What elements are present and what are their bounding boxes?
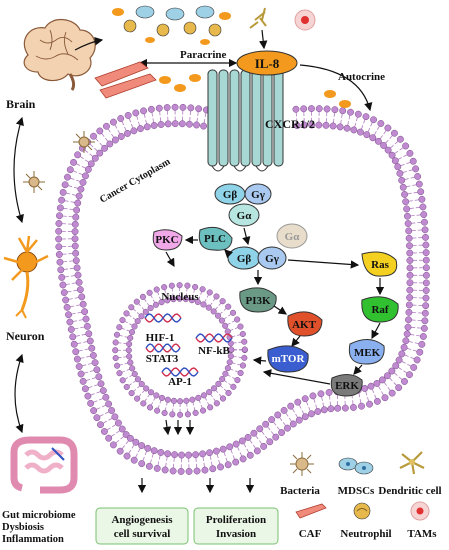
nucleus-output-arrow (162, 419, 172, 436)
brain-label: Brain (6, 97, 36, 111)
mtor-label: mTOR (272, 353, 306, 365)
legend-tams-icon (410, 501, 430, 521)
pi3k-to-akt-arrow (273, 305, 287, 315)
neuron-label: Neuron (6, 329, 45, 343)
ras-label: Ras (371, 259, 389, 271)
pi3k-label: PI3K (245, 295, 271, 307)
dna-strands (144, 313, 233, 377)
erk-label: ERK (335, 380, 359, 392)
akt-protein (287, 311, 323, 337)
gut-label-line2: Dysbiosis (2, 522, 44, 533)
receptor-label: CXCR1/2 (265, 117, 315, 131)
paracrine-label: Paracrine (180, 49, 227, 61)
legend-mdscs-label: MDSCs (338, 485, 375, 497)
legend-neutrophil-label: Neutrophil (340, 528, 391, 540)
g-alpha-free (276, 223, 308, 249)
brain-icon (23, 19, 96, 91)
neuron-icon (3, 235, 49, 319)
legend-caf-icon (295, 503, 327, 519)
g-beta-top-label: Gβ (223, 189, 238, 201)
mek-protein (348, 339, 385, 365)
pkc-to-nucleus-arrow (165, 251, 175, 268)
pkc-label: PKC (155, 234, 178, 246)
brain-neuron-arrow (13, 116, 24, 224)
cell-to-il8-arrow (259, 29, 268, 50)
legend-dendritic-label: Dendritic cell (378, 485, 441, 497)
plc-protein (198, 226, 233, 251)
gut-label-line3: Inflammation (2, 534, 64, 545)
legend-neutrophil-icon (353, 502, 371, 520)
raf-label: Raf (371, 304, 388, 316)
plc-label: PLC (204, 233, 226, 245)
proliferation-line2: Invasion (216, 528, 256, 540)
legend-bacteria-label: Bacteria (280, 485, 320, 497)
mtor-to-nucleus-arrow (252, 356, 267, 365)
brain-to-cells-arrow (74, 37, 104, 51)
g-dissociation-arrow (242, 227, 251, 246)
raf-protein (361, 296, 399, 323)
ap1-label: AP-1 (168, 376, 192, 388)
proliferation-box (193, 507, 279, 545)
g-gamma-top-label: Gγ (251, 189, 265, 201)
mek-to-erk-arrow (353, 364, 363, 375)
bacteria-icon (73, 131, 95, 153)
g-beta-mid-label: Gβ (237, 253, 252, 265)
stat3-label: STAT3 (146, 353, 179, 365)
legend-caf-label: CAF (299, 528, 322, 540)
gut-label-line1: Gut microbiome (2, 510, 76, 521)
mtor-protein (267, 345, 309, 373)
pkc-protein (152, 229, 183, 251)
g-alpha-top-label: Gα (237, 210, 253, 222)
angiogenesis-line2: cell survival (114, 528, 171, 540)
cytoplasm-label: Cancer Cytoplasm (98, 156, 173, 206)
il8-label: IL-8 (255, 56, 280, 71)
top-cells-cluster (112, 5, 316, 45)
pi3k-protein (239, 287, 277, 313)
hif1-label: HIF-1 (146, 332, 175, 344)
bacteria-icon (23, 171, 45, 193)
g-gamma-mid (257, 246, 287, 270)
nucleus-label: Nucleus (161, 291, 199, 303)
g-alpha-free-label: Gα (285, 231, 301, 243)
g-to-plc-arrow (224, 249, 234, 259)
proliferation-line1: Proliferation (206, 514, 266, 526)
neuron-gut-arrow (14, 353, 24, 434)
g-protein-complex-bound (214, 183, 272, 227)
gut-icon (10, 436, 78, 494)
nuclear-membrane (112, 282, 248, 418)
legend-tams-label: TAMs (407, 528, 437, 540)
ras-protein (361, 251, 398, 277)
legend-dendritic-icon (399, 451, 425, 475)
akt-to-mtor-arrow (291, 335, 301, 347)
legend-bacteria-icon (290, 452, 314, 476)
g-to-ras-arrow (287, 259, 360, 269)
g-gamma-mid-label: Gγ (265, 253, 279, 265)
erk-protein (330, 374, 363, 397)
erk-to-nucleus-arrow (262, 369, 331, 385)
angiogenesis-box (95, 507, 189, 545)
raf-to-mek-arrow (371, 322, 381, 340)
legend-mdscs-icon (338, 457, 374, 475)
mek-label: MEK (354, 347, 381, 359)
autocrine-arrow (299, 64, 373, 112)
caf-cluster (94, 61, 351, 108)
akt-label: AKT (292, 319, 317, 331)
angiogenesis-line1: Angiogenesis (111, 514, 173, 526)
nfkb-label: NF-kB (198, 345, 230, 357)
